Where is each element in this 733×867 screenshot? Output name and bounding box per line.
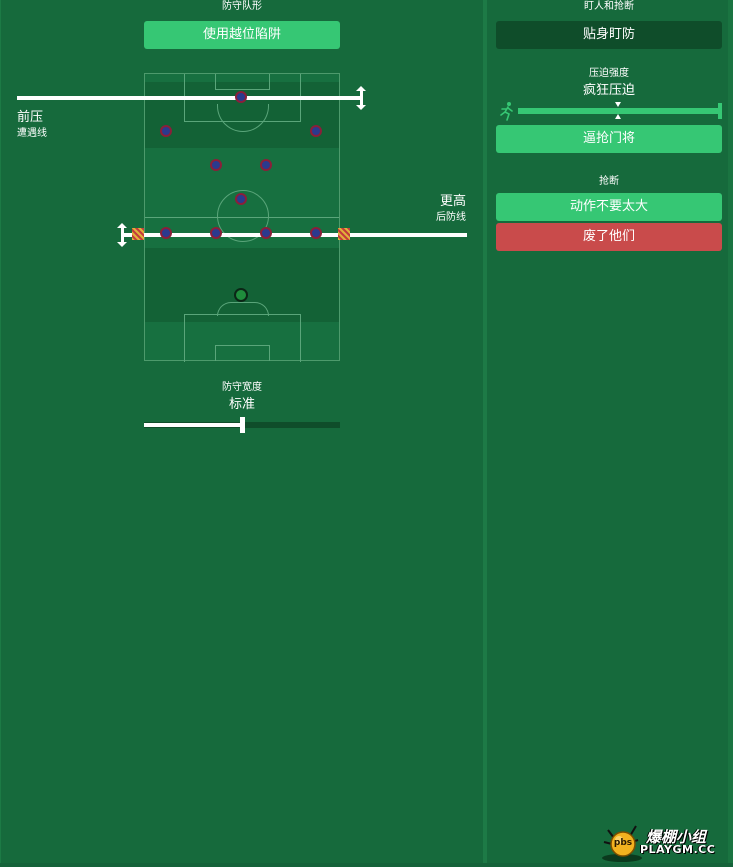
player-right-wing[interactable] [310, 125, 322, 137]
width-value: 标准 [228, 397, 255, 412]
engagement-line-handle[interactable] [360, 90, 363, 106]
get-stuck-in-button[interactable]: 废了他们 [496, 223, 722, 251]
pressing-value: 疯狂压迫 [582, 83, 635, 98]
player-right-mid[interactable] [260, 159, 272, 171]
arrow-down-icon [356, 105, 366, 110]
player-right-back[interactable] [310, 227, 322, 239]
player-defensive-mid[interactable] [235, 193, 247, 205]
tight-marking-button[interactable]: 贴身盯防 [496, 21, 722, 49]
top-goal-box [215, 74, 270, 90]
defline-label: 后防线 [436, 212, 466, 223]
player-center-back[interactable] [260, 227, 272, 239]
running-person-icon [500, 102, 513, 121]
pitch [144, 73, 340, 362]
player-striker[interactable] [235, 91, 247, 103]
tackling-title: 抢断 [599, 176, 619, 187]
player-left-mid[interactable] [210, 159, 222, 171]
player-center-back[interactable] [210, 227, 222, 239]
offside-trap-button[interactable]: 使用越位陷阱 [144, 21, 340, 49]
width-slider-fill [144, 423, 242, 427]
logo-badge: pbs [613, 838, 633, 848]
default-marker-top-icon [615, 102, 621, 107]
center-circle [217, 190, 269, 242]
press-label: 前压 [17, 110, 44, 125]
offside-flag-icon [132, 228, 144, 240]
player-goalkeeper[interactable] [234, 288, 248, 302]
watermark-cn: 爆棚小组 [646, 828, 707, 846]
arrow-up-icon [356, 86, 366, 91]
defensive-line[interactable] [123, 233, 467, 237]
player-left-back[interactable] [160, 227, 172, 239]
stay-on-feet-button[interactable]: 动作不要太大 [496, 193, 722, 221]
arrow-up-icon [117, 223, 127, 228]
arrow-down-icon [117, 242, 127, 247]
right-edge [728, 0, 733, 863]
bottom-goal-box [215, 345, 270, 361]
higher-label: 更高 [439, 194, 466, 209]
playgm-logo: pbs 爆棚小组 PLAYGM.CC [598, 818, 733, 863]
width-title: 防守宽度 [222, 382, 262, 393]
bottom-arc [217, 302, 269, 316]
formation-title: 防守队形 [222, 1, 262, 12]
pressing-title: 压迫强度 [589, 68, 629, 79]
pressing-slider-fill [518, 108, 722, 114]
defensive-line-handle[interactable] [121, 227, 124, 243]
watermark-en: PLAYGM.CC [640, 843, 716, 856]
player-left-wing[interactable] [160, 125, 172, 137]
pressing-slider-handle[interactable] [718, 103, 722, 119]
width-slider-handle[interactable] [240, 417, 245, 433]
soccer-ball-icon [602, 825, 642, 862]
engage-label: 遭遇线 [17, 128, 47, 139]
offside-flag-icon [338, 228, 350, 240]
panel-divider [483, 0, 487, 863]
default-marker-bottom-icon [615, 114, 621, 119]
marking-title: 盯人和抢断 [584, 1, 634, 12]
width-slider[interactable] [144, 417, 340, 433]
engagement-line[interactable] [17, 96, 361, 100]
press-goalkeeper-button[interactable]: 逼抢门将 [496, 125, 722, 153]
pressing-slider[interactable] [518, 103, 722, 119]
